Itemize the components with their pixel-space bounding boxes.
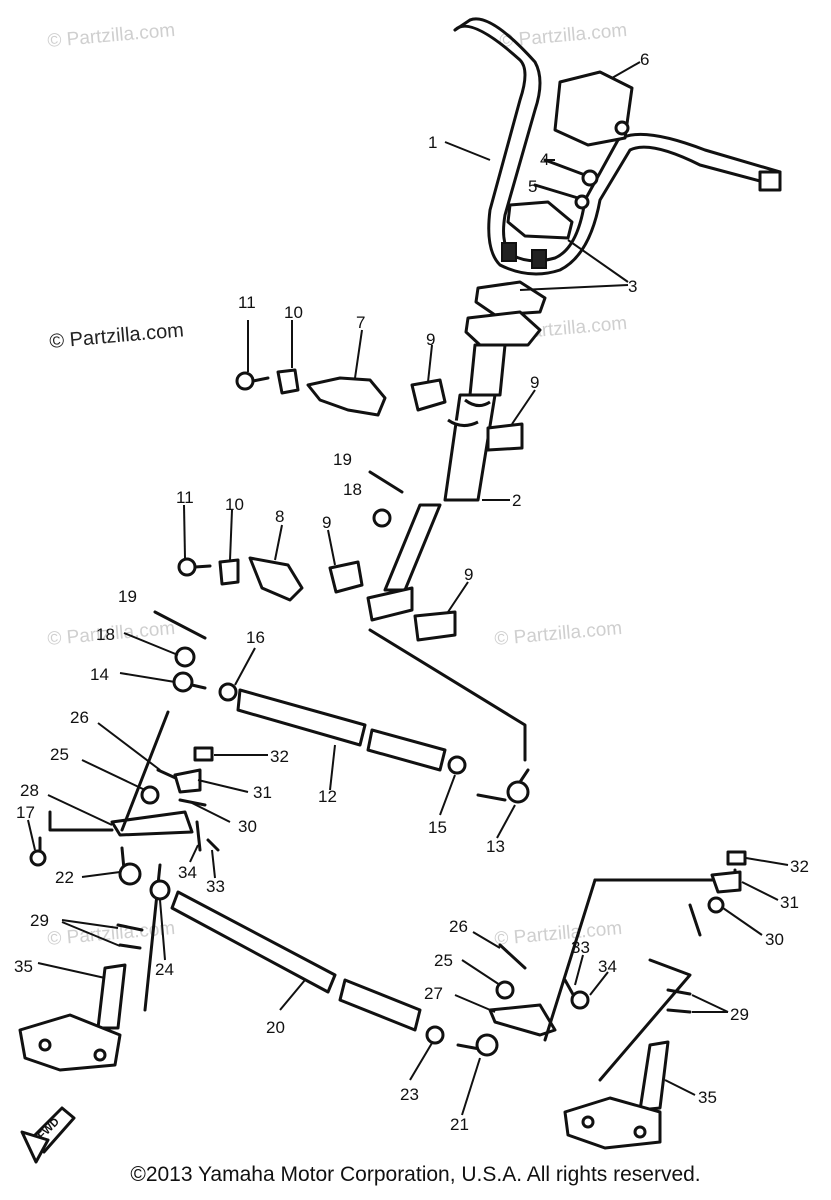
callout-19-a: 19: [333, 450, 352, 469]
callout-3: 3: [628, 277, 637, 296]
cotter-nut-upper: [153, 470, 404, 668]
callout-9-b: 9: [530, 373, 539, 392]
callout-6: 6: [640, 50, 649, 69]
watermark-top-left: © Partzilla.com: [47, 20, 176, 52]
leader-lines: [27, 61, 789, 1116]
callout-18-a: 18: [343, 480, 362, 499]
callout-18-b: 18: [96, 625, 115, 644]
callout-25-b: 25: [434, 951, 453, 970]
callout-27: 27: [424, 984, 443, 1003]
callout-33-a: 33: [206, 877, 225, 896]
right-knuckle: [563, 1040, 670, 1150]
callout-29-b: 29: [730, 1005, 749, 1024]
clamp-parts: [328, 378, 524, 642]
callout-14: 14: [90, 665, 109, 684]
callout-35-a: 35: [14, 957, 33, 976]
callout-7: 7: [356, 313, 365, 332]
callout-31-b: 31: [780, 893, 799, 912]
upper-left-parts: [177, 368, 387, 602]
callout-9-a: 9: [426, 330, 435, 349]
callout-26-a: 26: [70, 708, 89, 727]
callout-8: 8: [275, 507, 284, 526]
callout-13: 13: [486, 837, 505, 856]
callout-9-c: 9: [322, 513, 331, 532]
callout-20: 20: [266, 1018, 285, 1037]
callout-1: 1: [428, 133, 437, 152]
callout-9-d: 9: [464, 565, 473, 584]
copyright-notice: ©2013 Yamaha Motor Corporation, U.S.A. A…: [130, 1163, 701, 1186]
right-lower-arm: [488, 850, 747, 1082]
left-knuckle: [18, 923, 144, 1072]
watermark-top-right: © Partzilla.com: [499, 20, 628, 52]
callout-21: 21: [450, 1115, 469, 1134]
callout-5: 5: [528, 177, 537, 196]
callout-24: 24: [155, 960, 174, 979]
callout-16: 16: [246, 628, 265, 647]
switch-box-part: [553, 70, 634, 147]
callout-11-a: 11: [238, 293, 256, 312]
callout-33-b: 33: [571, 938, 590, 957]
callout-4: 4: [540, 150, 549, 169]
callout-10-b: 10: [225, 495, 244, 514]
callout-11-b: 11: [176, 488, 194, 507]
callout-26-b: 26: [449, 917, 468, 936]
callout-25-a: 25: [50, 745, 69, 764]
callout-28: 28: [20, 781, 39, 800]
lower-tie-rod: [149, 879, 499, 1057]
callout-31-a: 31: [253, 783, 272, 802]
callout-30-a: 30: [238, 817, 257, 836]
upper-holder-parts: [464, 158, 599, 347]
callout-32-b: 32: [790, 857, 809, 876]
callout-34-b: 34: [598, 957, 617, 976]
callout-29-a: 29: [30, 911, 49, 930]
callout-numbers: 1 2 3 4 5 6 7 8 9 9 9 9 10 10 11 11 12 1…: [14, 50, 809, 1134]
callout-17: 17: [16, 803, 35, 822]
callout-30-b: 30: [765, 930, 784, 949]
handlebar: [453, 17, 782, 276]
callout-15: 15: [428, 818, 447, 837]
watermark-dark: © Partzilla.com: [49, 319, 185, 353]
callout-23: 23: [400, 1085, 419, 1104]
callout-35-b: 35: [698, 1088, 717, 1107]
callout-32-a: 32: [270, 747, 289, 766]
callout-12: 12: [318, 787, 337, 806]
callout-22: 22: [55, 868, 74, 887]
callout-34-a: 34: [178, 863, 197, 882]
callout-19-b: 19: [118, 587, 137, 606]
watermark-mid-right-2: © Partzilla.com: [494, 618, 623, 650]
upper-tie-rod: [172, 671, 530, 804]
watermark-lower-right: © Partzilla.com: [494, 918, 623, 950]
callout-10-a: 10: [284, 303, 303, 322]
callout-2: 2: [512, 491, 521, 510]
forward-arrow: FWD: [20, 1106, 76, 1164]
steering-column: [366, 343, 507, 622]
